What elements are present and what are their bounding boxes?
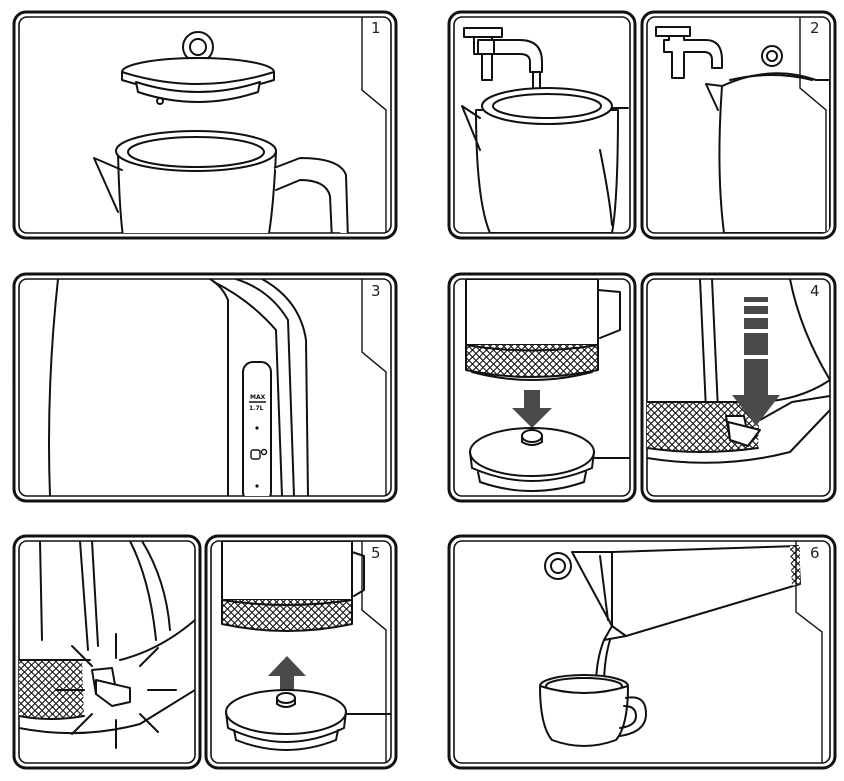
kettle-body bbox=[461, 87, 629, 233]
kettle-body bbox=[19, 541, 195, 735]
step-number-5: 5 bbox=[371, 544, 381, 562]
up-arrow-icon bbox=[268, 656, 306, 698]
panel-step-6: 6 bbox=[447, 534, 837, 770]
power-switch bbox=[91, 667, 131, 707]
water-level-window: MAX 1.7L bbox=[242, 361, 272, 496]
step-number-1: 1 bbox=[371, 19, 381, 37]
down-arrow-icon bbox=[732, 297, 780, 426]
step-number-3: 3 bbox=[371, 282, 381, 300]
step-number-6: 6 bbox=[810, 544, 820, 562]
tap-icon bbox=[463, 27, 543, 81]
kettle-lid bbox=[121, 31, 275, 105]
panel-step-3: MAX 1.7L 3 bbox=[12, 272, 398, 503]
step-number-4: 4 bbox=[810, 282, 820, 300]
kettle-body bbox=[465, 279, 621, 381]
panel-step-1: 1 bbox=[12, 10, 398, 240]
gauge-max-value: 1.7L bbox=[249, 405, 264, 412]
kettle-body bbox=[705, 45, 830, 233]
panel-step-2-lid: 2 bbox=[640, 10, 837, 240]
cup-icon bbox=[539, 674, 647, 747]
kettle-side-closeup bbox=[48, 279, 309, 496]
power-base bbox=[469, 427, 630, 492]
panel-step-2-fill bbox=[447, 10, 637, 240]
gauge-max-label: MAX bbox=[250, 394, 266, 401]
tap-icon bbox=[655, 26, 723, 79]
light-rays-icon bbox=[55, 633, 177, 749]
kettle-body bbox=[544, 545, 801, 641]
power-switch bbox=[725, 415, 761, 447]
panel-step-5-lift: 5 bbox=[204, 534, 398, 770]
kettle-body bbox=[221, 541, 365, 632]
kettle-body bbox=[93, 130, 349, 233]
panel-step-4-place bbox=[447, 272, 637, 503]
panel-step-4-switch: 4 bbox=[640, 272, 837, 503]
down-arrow-icon bbox=[512, 390, 552, 428]
panel-step-5-light bbox=[12, 534, 202, 770]
step-number-2: 2 bbox=[810, 19, 820, 37]
power-base bbox=[225, 689, 391, 751]
